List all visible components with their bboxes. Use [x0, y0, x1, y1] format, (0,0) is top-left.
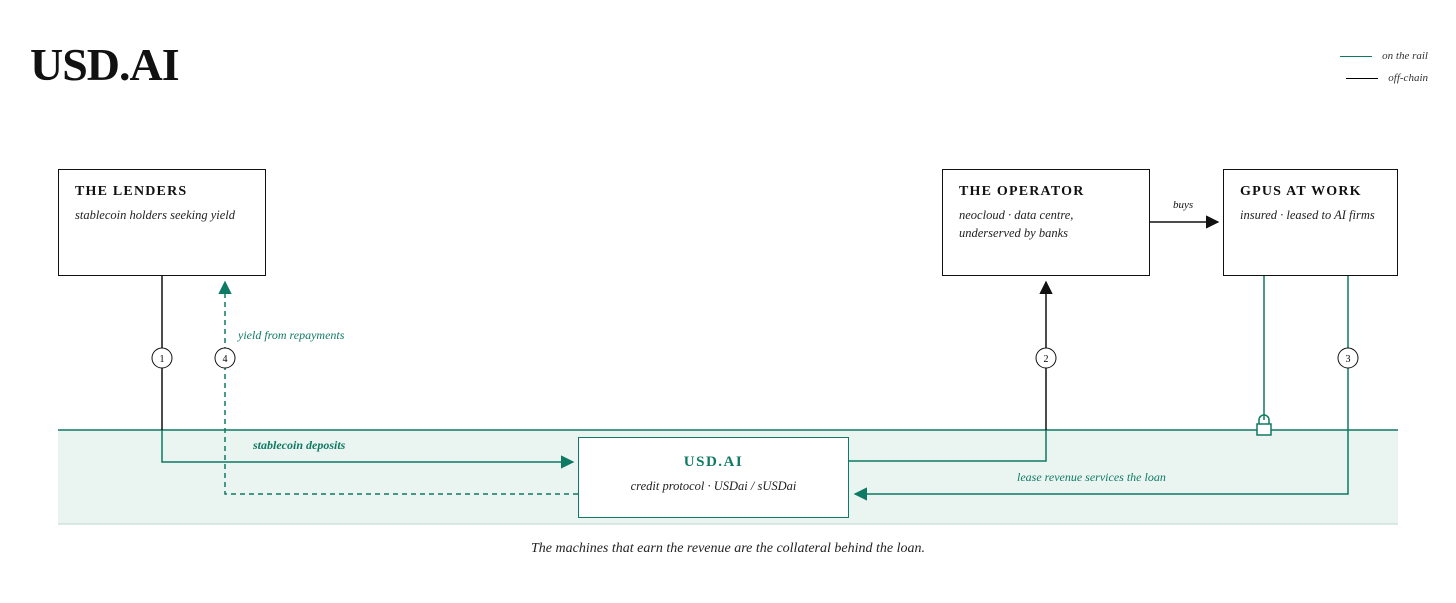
operator-box: THE OPERATOR neocloud · data centre, und…	[942, 169, 1150, 276]
svg-text:1: 1	[160, 354, 165, 365]
step-marker-3: 3	[1337, 347, 1359, 369]
yield-label: yield from repayments	[238, 328, 345, 342]
svg-text:3: 3	[1346, 354, 1351, 365]
protocol-subtitle: credit protocol · USDai / sUSDai	[630, 479, 797, 493]
flow-2-rail	[849, 430, 1047, 462]
diagram-caption: The machines that earn the revenue are t…	[531, 541, 925, 556]
flow-4-yield	[218, 280, 578, 495]
flow-1-deposits	[161, 430, 575, 469]
legend-rail-swatch	[1340, 55, 1373, 57]
step-marker-1: 1	[151, 347, 173, 369]
legend-on-rail: on the rail	[1340, 50, 1428, 62]
step-marker-4: 4	[214, 347, 236, 369]
svg-text:4: 4	[223, 354, 228, 365]
legend-offchain-label: off-chain	[1388, 72, 1428, 84]
legend-off-chain: off-chain	[1346, 72, 1428, 84]
legend-offchain-swatch	[1346, 77, 1379, 79]
lock-icon	[1256, 414, 1272, 436]
lenders-subtitle: stablecoin holders seeking yield	[75, 208, 236, 222]
gpus-heading: GPUS AT WORK	[1240, 184, 1362, 199]
lease-label: lease revenue services the loan	[1017, 470, 1166, 484]
page-title: USD.AI	[30, 39, 180, 90]
buys-label: buys	[1173, 199, 1194, 211]
operator-heading: THE OPERATOR	[959, 184, 1085, 199]
step-marker-2: 2	[1035, 347, 1057, 369]
gpus-box: GPUS AT WORK insured · leased to AI firm…	[1223, 169, 1398, 276]
legend-rail-label: on the rail	[1382, 50, 1428, 62]
lenders-heading: THE LENDERS	[75, 184, 188, 199]
lenders-box: THE LENDERS stablecoin holders seeking y…	[58, 169, 266, 276]
protocol-box: USD.AI credit protocol · USDai / sUSDai	[578, 437, 849, 518]
deposits-label: stablecoin deposits	[253, 438, 346, 452]
svg-text:2: 2	[1044, 354, 1049, 365]
gpus-subtitle: insured · leased to AI firms	[1240, 208, 1375, 222]
operator-subtitle: neocloud · data centre, underserved by b…	[959, 208, 1074, 241]
protocol-heading: USD.AI	[683, 454, 744, 470]
